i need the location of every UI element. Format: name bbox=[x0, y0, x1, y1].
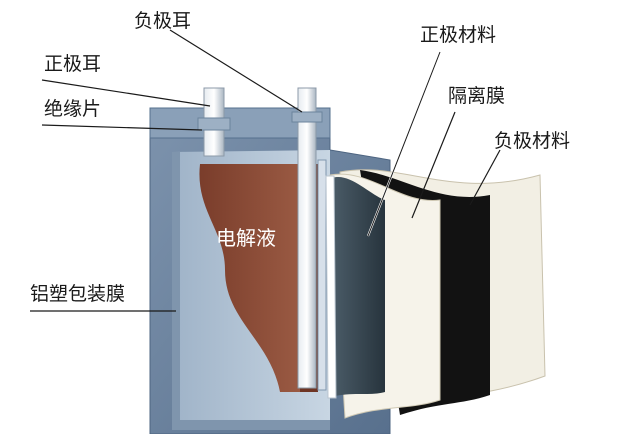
leader-negative-tab bbox=[169, 29, 303, 113]
leader-negative-material bbox=[469, 149, 501, 206]
label-positive-tab: 正极耳 bbox=[44, 53, 102, 75]
label-insulation-sheet: 绝缘片 bbox=[44, 98, 102, 120]
inner-rail bbox=[317, 159, 327, 391]
leader-positive-material-dark bbox=[367, 51, 441, 237]
leader-insulation bbox=[41, 124, 203, 131]
electrolyte-body bbox=[199, 164, 300, 392]
label-positive-material: 正极材料 bbox=[420, 24, 497, 46]
positive-material-sheet bbox=[332, 177, 385, 396]
label-electrolyte: 电解液 bbox=[216, 226, 276, 250]
leader-positive-tab bbox=[41, 79, 211, 107]
negative-tab-shape bbox=[297, 87, 317, 389]
label-pouch-film: 铝塑包装膜 bbox=[30, 283, 126, 305]
negative-tab-band bbox=[291, 111, 323, 123]
leader-separator bbox=[411, 111, 456, 219]
label-separator: 隔离膜 bbox=[448, 85, 506, 107]
positive-sheet-edge bbox=[325, 175, 337, 399]
label-negative-material: 负极材料 bbox=[494, 130, 571, 152]
insulation-sheet-shape bbox=[197, 117, 231, 131]
label-negative-tab: 负极耳 bbox=[134, 10, 192, 32]
